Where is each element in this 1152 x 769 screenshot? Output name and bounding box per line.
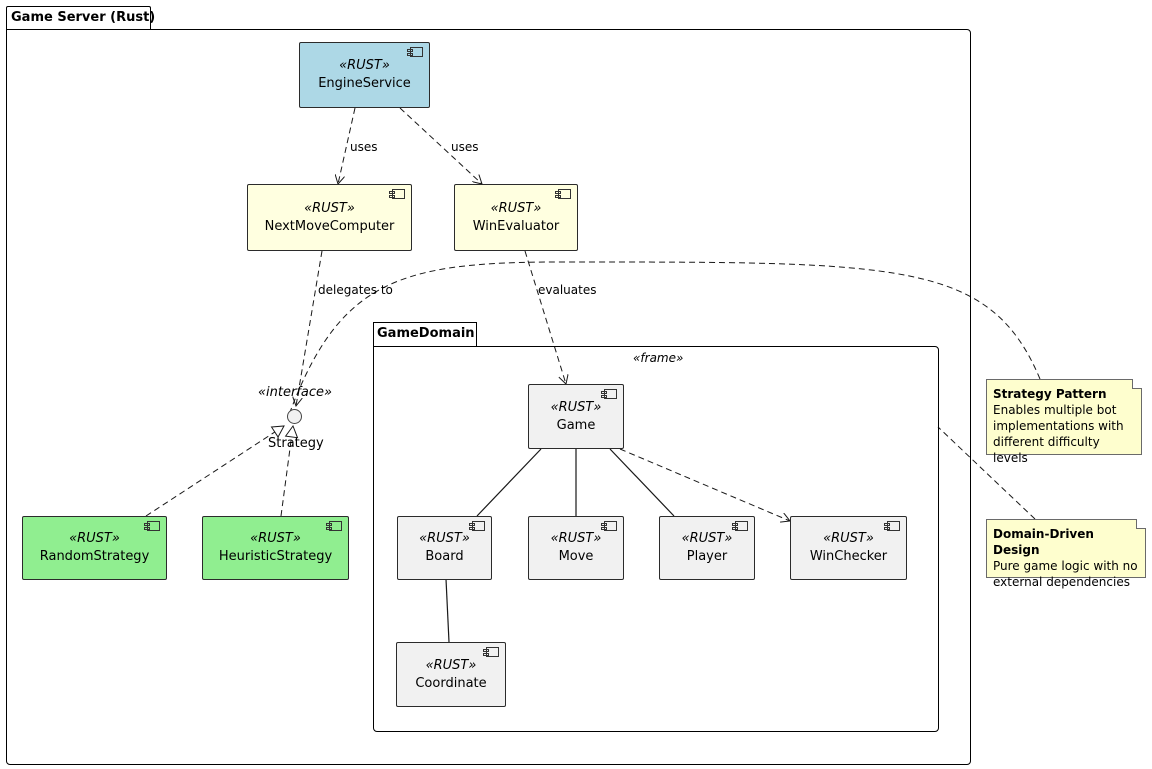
strategy-pattern-note: Strategy Pattern Enables multiple bot im…	[986, 379, 1142, 465]
strategy-interface-stereotype: «interface»	[258, 385, 333, 400]
heuristic-strategy-stereotype: «RUST»	[250, 531, 301, 546]
win-evaluator-component[interactable]: «RUST» WinEvaluator	[454, 184, 578, 251]
domain-frame-stereotype: «frame»	[633, 351, 684, 365]
ddd-note: Domain-Driven Design Pure game logic wit…	[986, 519, 1146, 589]
edge-winevaluator-evaluates-game	[524, 250, 566, 384]
component-icon	[389, 189, 405, 199]
win-evaluator-stereotype: «RUST»	[490, 200, 542, 216]
edge-board-coordinate	[441, 567, 450, 643]
strategy-pattern-note-line: different difficulty levels	[993, 435, 1100, 465]
component-icon	[555, 189, 571, 199]
server-package-title: Game Server (Rust)	[11, 10, 156, 25]
random-strategy-component[interactable]: «RUST» RandomStrategy	[22, 516, 167, 580]
board-name: Board	[425, 549, 464, 564]
domain-package	[373, 346, 939, 732]
move-component[interactable]: «RUST» Move	[528, 516, 624, 580]
edge-random-realizes-strategy	[145, 425, 285, 517]
edge-label-evaluates: evaluates	[538, 283, 597, 297]
edge-nextmove-delegates-strategy	[296, 250, 323, 406]
win-checker-component[interactable]: «RUST» WinChecker	[790, 516, 907, 580]
domain-package-title: GameDomain	[377, 326, 475, 341]
win-checker-stereotype: «RUST»	[823, 531, 874, 546]
edge-label-uses-2: uses	[451, 140, 479, 154]
component-icon	[326, 521, 342, 531]
game-component[interactable]: «RUST» Game	[528, 384, 624, 449]
win-evaluator-name: WinEvaluator	[472, 218, 560, 234]
player-stereotype: «RUST»	[681, 531, 733, 546]
coordinate-name: Coordinate	[415, 675, 487, 691]
engine-service-stereotype: «RUST»	[339, 58, 390, 73]
player-component[interactable]: «RUST» Player	[659, 516, 755, 580]
move-stereotype: «RUST»	[550, 531, 602, 546]
component-icon	[884, 521, 900, 531]
edge-engine-uses-winevaluator	[399, 107, 482, 184]
strategy-interface-circle[interactable]	[287, 409, 302, 424]
game-stereotype: «RUST»	[550, 399, 602, 415]
next-move-computer-component[interactable]: «RUST» NextMoveComputer	[247, 184, 412, 251]
edge-game-player	[601, 440, 675, 517]
board-component[interactable]: «RUST» Board	[397, 516, 492, 580]
coordinate-stereotype: «RUST»	[425, 657, 477, 673]
strategy-pattern-note-line: Enables multiple bot	[993, 403, 1117, 417]
random-strategy-stereotype: «RUST»	[69, 531, 120, 546]
strategy-pattern-note-title: Strategy Pattern	[993, 387, 1107, 401]
edge-game-winchecker	[619, 448, 790, 521]
random-strategy-name: RandomStrategy	[39, 549, 150, 564]
coordinate-component[interactable]: «RUST» Coordinate	[396, 642, 506, 707]
server-package	[6, 29, 971, 765]
game-name: Game	[556, 417, 596, 433]
server-package-tab	[6, 6, 151, 30]
ddd-note-line: external dependencies	[993, 575, 1130, 589]
engine-service-component[interactable]: «RUST» EngineService	[299, 42, 430, 108]
component-icon	[732, 521, 748, 531]
ddd-note-line: Pure game logic with no	[993, 559, 1138, 573]
note-fold	[1136, 519, 1146, 529]
component-icon	[601, 389, 617, 399]
ddd-note-title: Domain-Driven Design	[993, 527, 1094, 557]
component-icon	[407, 47, 423, 57]
edge-label-delegates-to: delegates to	[318, 283, 393, 297]
move-name: Move	[558, 549, 594, 564]
next-move-computer-stereotype: «RUST»	[304, 200, 355, 216]
win-checker-name: WinChecker	[809, 549, 888, 564]
edge-game-board	[476, 440, 550, 517]
next-move-computer-name: NextMoveComputer	[264, 218, 395, 234]
edge-engine-uses-nextmove	[338, 107, 356, 184]
heuristic-strategy-component[interactable]: «RUST» HeuristicStrategy	[202, 516, 349, 580]
edge-label-uses-1: uses	[350, 140, 378, 154]
component-icon	[144, 521, 160, 531]
edge-note-strategy-pattern	[289, 261, 1041, 413]
component-icon	[469, 521, 485, 531]
player-name: Player	[686, 549, 728, 564]
component-icon	[601, 521, 617, 531]
board-stereotype: «RUST»	[419, 531, 470, 546]
engine-service-name: EngineService	[318, 76, 411, 91]
component-icon	[483, 647, 499, 657]
heuristic-strategy-name: HeuristicStrategy	[218, 549, 333, 564]
domain-package-tab	[373, 322, 477, 347]
strategy-pattern-note-line: implementations with	[993, 419, 1124, 433]
edge-heuristic-realizes-strategy	[280, 424, 299, 517]
note-fold	[1132, 379, 1142, 389]
edge-note-ddd	[937, 426, 1036, 520]
strategy-interface-name: Strategy	[268, 436, 324, 451]
